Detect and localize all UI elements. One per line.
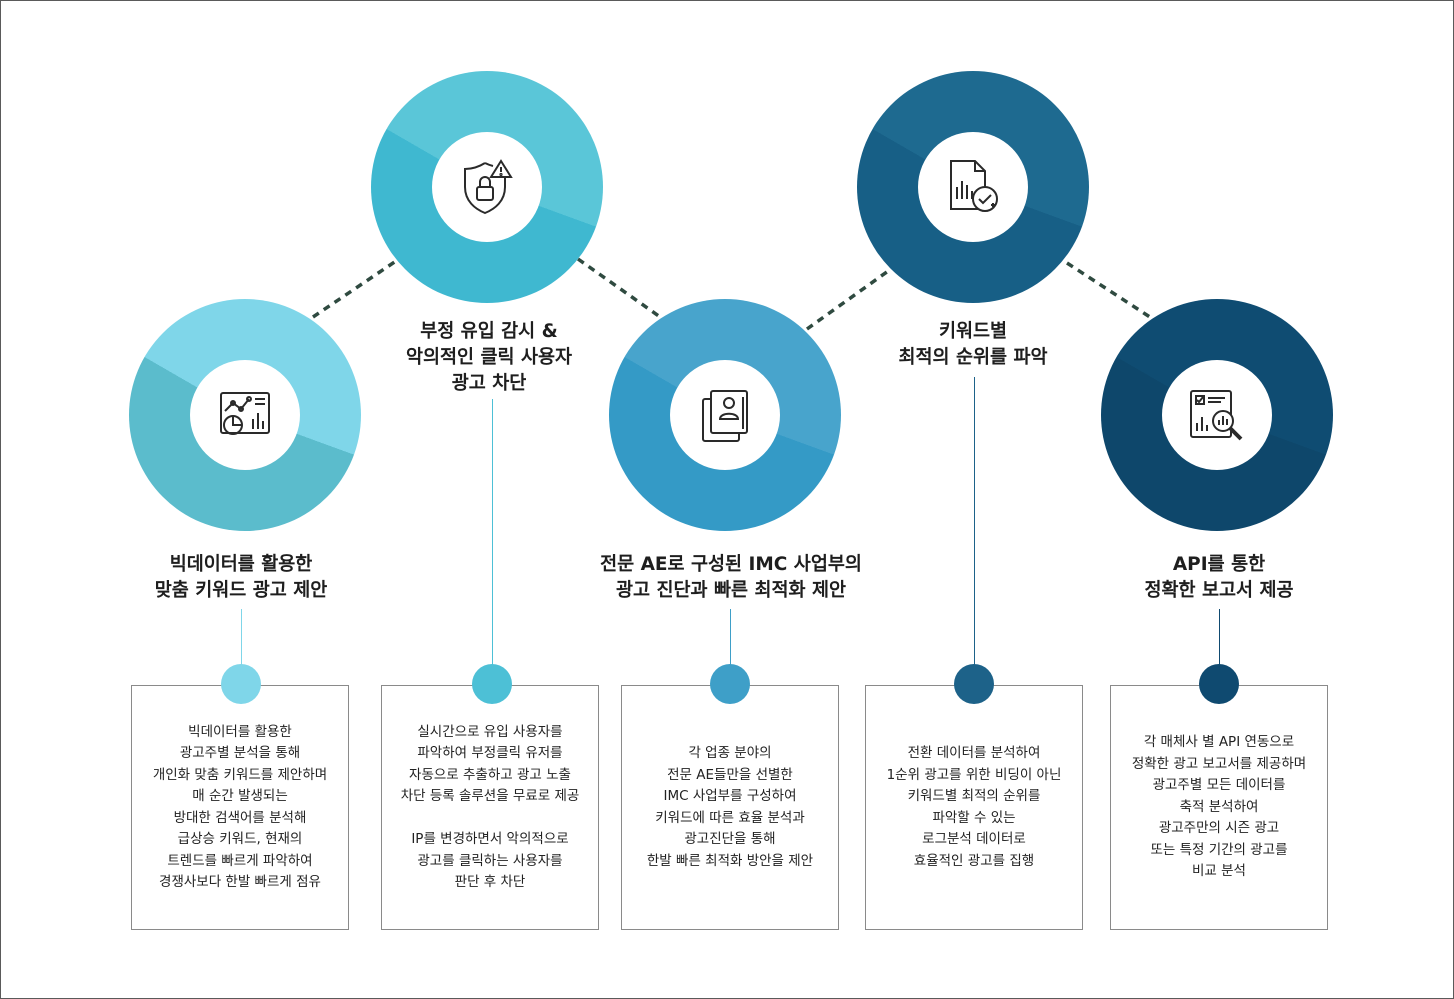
step-5-icon-holder bbox=[1162, 360, 1272, 470]
connector-3-4 bbox=[805, 267, 893, 331]
step-3-title: 전문 AE로 구성된 IMC 사업부의 광고 진단과 빠른 최적화 제안 bbox=[600, 554, 862, 601]
connector-2-3 bbox=[576, 257, 665, 321]
step-4-leader-line bbox=[974, 377, 975, 665]
profile-documents-icon bbox=[702, 390, 748, 442]
step-3-ring bbox=[609, 299, 841, 531]
step-1-leader-line bbox=[241, 609, 242, 665]
step-1-icon-holder bbox=[190, 360, 300, 470]
step-3-icon-holder bbox=[670, 360, 780, 470]
step-1-title: 빅데이터를 활용한 맞춤 키워드 광고 제안 bbox=[154, 554, 328, 601]
step-4-icon-holder bbox=[918, 132, 1028, 242]
step-2-description: 실시간으로 유입 사용자를 파악하여 부정클릭 유저를 자동으로 추출하고 광고… bbox=[400, 723, 580, 891]
connector-1-2 bbox=[312, 257, 400, 319]
step-5-description: 각 매체사 별 API 연동으로 정확한 광고 보고서를 제공하며 광고주별 모… bbox=[1131, 734, 1307, 880]
connector-4-5 bbox=[1066, 261, 1154, 321]
step-1-marker-dot bbox=[221, 664, 261, 704]
step-3-marker-dot bbox=[710, 664, 750, 704]
step-4-description-box: 전환 데이터를 분석하여 1순위 광고를 위한 비딩이 아닌 키워드별 최적의 … bbox=[865, 685, 1083, 930]
step-5-ring bbox=[1101, 299, 1333, 531]
step-2-ring bbox=[371, 71, 603, 303]
step-4-title: 키워드별 최적의 순위를 파악 bbox=[898, 321, 1048, 368]
step-3-description: 각 업종 분야의 전문 AE들만을 선별한 IMC 사업부를 구성하여 키워드에… bbox=[646, 745, 814, 869]
description-spacer bbox=[401, 808, 580, 830]
step-1-ring bbox=[129, 299, 361, 531]
step-5-leader-line bbox=[1219, 609, 1220, 665]
step-5-description-box: 각 매체사 별 API 연동으로 정확한 광고 보고서를 제공하며 광고주별 모… bbox=[1110, 685, 1328, 930]
analytics-dashboard-icon bbox=[220, 392, 270, 435]
report-magnifier-icon bbox=[1190, 390, 1243, 441]
step-3-description-box: 각 업종 분야의 전문 AE들만을 선별한 IMC 사업부를 구성하여 키워드에… bbox=[621, 685, 839, 930]
step-2-marker-dot bbox=[472, 664, 512, 704]
step-5-title: API를 통한 정확한 보고서 제공 bbox=[1144, 554, 1294, 601]
step-2-title: 부정 유입 감시 & 악의적인 클릭 사용자 광고 차단 bbox=[405, 321, 573, 394]
step-2-description-box: 실시간으로 유입 사용자를 파악하여 부정클릭 유저를 자동으로 추출하고 광고… bbox=[381, 685, 599, 930]
step-1-description-box: 빅데이터를 활용한 광고주별 분석을 통해 개인화 맞춤 키워드를 제안하며 매… bbox=[131, 685, 349, 930]
step-4-description: 전환 데이터를 분석하여 1순위 광고를 위한 비딩이 아닌 키워드별 최적의 … bbox=[886, 745, 1062, 869]
step-2-icon-holder bbox=[432, 132, 542, 242]
shield-lock-alert-icon bbox=[464, 159, 513, 215]
step-5-marker-dot bbox=[1199, 664, 1239, 704]
step-4-ring bbox=[857, 71, 1089, 303]
step-1-description: 빅데이터를 활용한 광고주별 분석을 통해 개인화 맞춤 키워드를 제안하며 매… bbox=[152, 723, 328, 891]
report-check-icon bbox=[950, 160, 998, 212]
step-3-leader-line bbox=[730, 609, 731, 665]
step-2-leader-line bbox=[492, 399, 493, 665]
step-4-marker-dot bbox=[954, 664, 994, 704]
